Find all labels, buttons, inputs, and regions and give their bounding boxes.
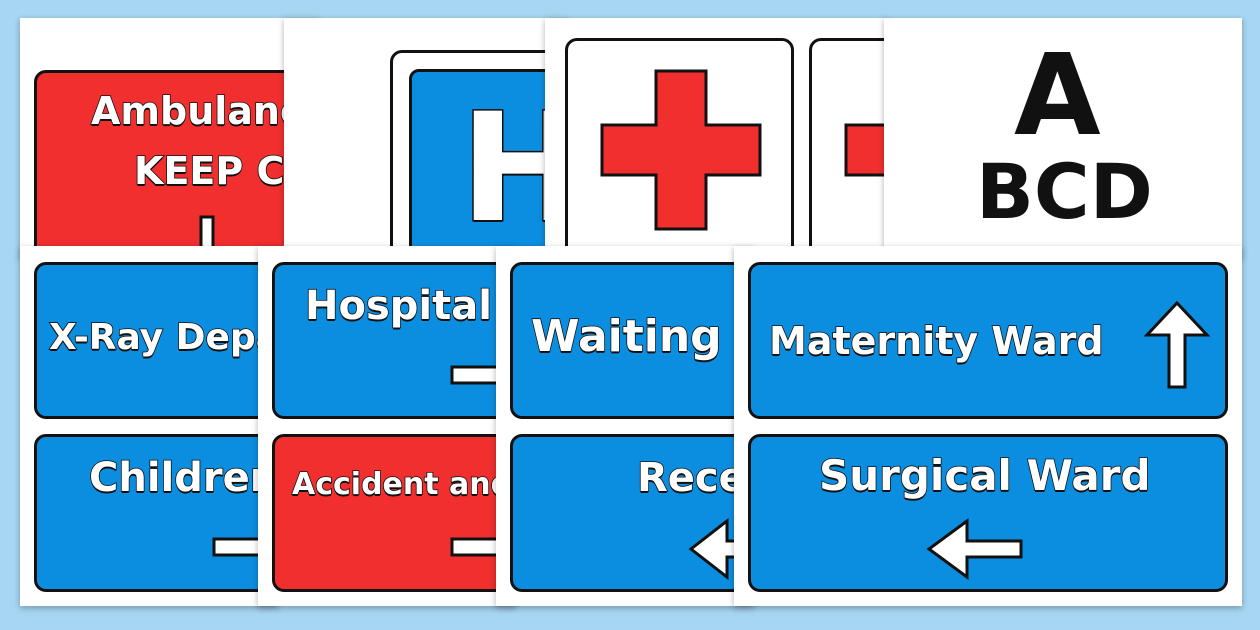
hospital-accident-sheet: Hospital Accident and Emergency	[258, 246, 516, 606]
arrow-up-icon	[1143, 300, 1211, 389]
xray-department-sign: X-Ray Department	[34, 262, 278, 419]
hospital-h-sign: H	[409, 69, 569, 258]
childrens-ward-label: Children's Ward	[88, 454, 278, 502]
red-cross-frame	[565, 38, 794, 258]
surgical-ward-sign: Surgical Ward	[748, 434, 1228, 592]
maternity-surgical-sheet: Maternity Ward Surgical Ward	[734, 246, 1242, 606]
accident-emergency-label: Accident and Emergency	[291, 466, 516, 503]
childrens-ward-sign: Children's Ward	[34, 434, 278, 592]
first-aid-sheet	[545, 18, 890, 258]
ambulance-keep-clear-sign: Ambulance KEEP CLEAR	[34, 70, 320, 258]
arrow-left-icon	[926, 518, 1023, 580]
waiting-reception-sheet: Waiting Room Reception	[496, 246, 754, 606]
maternity-ward-label: Maternity Ward	[768, 318, 1104, 364]
ambulance-sign-sheet: Ambulance KEEP CLEAR	[20, 18, 320, 258]
xray-department-label: X-Ray Department	[48, 316, 278, 359]
ambulance-label: Ambulance	[90, 88, 320, 134]
letters-bcd: BCD	[976, 147, 1153, 236]
accident-emergency-sign: Accident and Emergency	[272, 434, 516, 592]
hospital-symbol-sheet: H	[284, 18, 569, 258]
surgical-ward-label: Surgical Ward	[818, 450, 1151, 501]
arrow-left-icon	[688, 517, 754, 581]
hospital-label: Hospital	[304, 282, 493, 330]
hospital-symbol-frame: H	[390, 50, 569, 258]
hospital-sign: Hospital	[272, 262, 516, 419]
waiting-room-sign: Waiting Room	[510, 262, 754, 419]
letter-a-large: A	[1014, 31, 1101, 161]
xray-children-sheet: X-Ray Department Children's Ward	[20, 246, 278, 606]
maternity-ward-sign: Maternity Ward	[748, 262, 1228, 419]
waiting-room-label: Waiting Room	[530, 310, 754, 363]
reception-sign: Reception	[510, 434, 754, 592]
red-cross-icon-partial	[844, 123, 890, 177]
red-cross-icon	[600, 69, 762, 231]
alphabet-sheet: A BCD	[884, 18, 1242, 258]
red-cross-frame-partial	[809, 38, 890, 258]
